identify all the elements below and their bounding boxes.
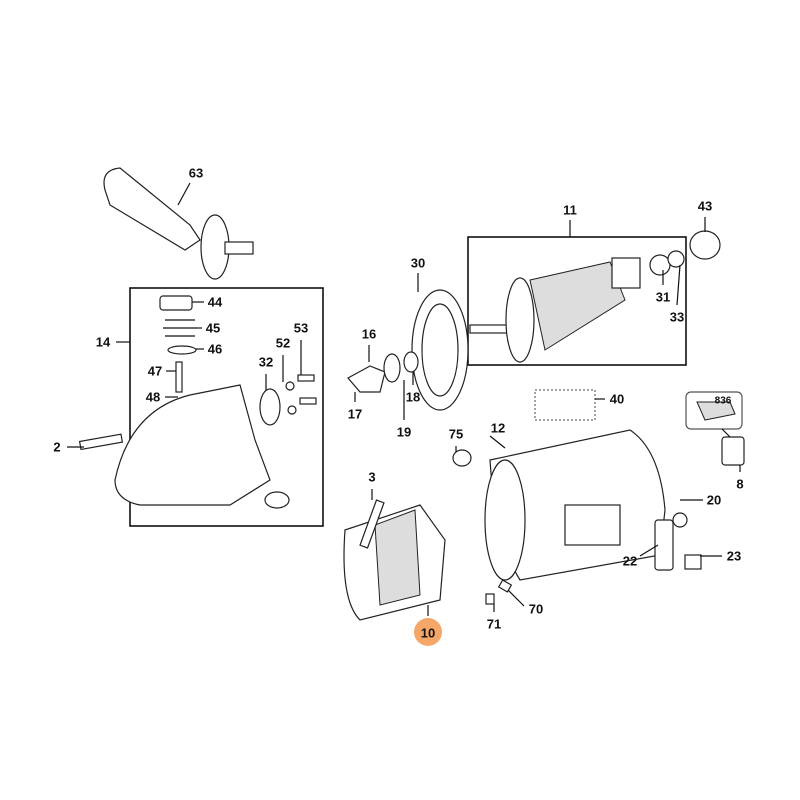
callout-32[interactable]: 32 xyxy=(259,355,273,370)
callout-836[interactable]: 836 xyxy=(715,396,732,407)
callout-19[interactable]: 19 xyxy=(397,425,411,440)
callout-18[interactable]: 18 xyxy=(406,390,420,405)
brush-part[interactable] xyxy=(696,401,736,421)
callout-12[interactable]: 12 xyxy=(491,421,505,436)
callouts: 63 11 43 30 44 45 46 53 52 32 14 47 48 1… xyxy=(53,166,743,641)
callout-70[interactable]: 70 xyxy=(529,602,543,617)
callout-31[interactable]: 31 xyxy=(656,290,670,305)
callout-45[interactable]: 45 xyxy=(206,321,220,336)
switch-part[interactable] xyxy=(654,512,702,571)
callout-71[interactable]: 71 xyxy=(487,617,501,632)
gear-housing-part[interactable] xyxy=(114,295,317,509)
callout-10[interactable]: 10 xyxy=(421,626,435,641)
baffle-ring-part[interactable] xyxy=(411,289,469,411)
callout-48[interactable]: 48 xyxy=(146,390,160,405)
highlighted-callout-10[interactable] xyxy=(414,618,442,646)
label-plate-part[interactable] xyxy=(534,389,596,421)
gear-housing-group-box xyxy=(129,287,324,527)
spindle-parts[interactable] xyxy=(347,351,419,393)
callout-11[interactable]: 11 xyxy=(563,203,577,218)
leader-lines xyxy=(67,182,741,616)
callout-17[interactable]: 17 xyxy=(348,407,362,422)
callout-52[interactable]: 52 xyxy=(276,336,290,351)
brush-holder-part[interactable] xyxy=(721,436,745,466)
callout-20[interactable]: 20 xyxy=(707,493,721,508)
callout-63[interactable]: 63 xyxy=(189,166,203,181)
callout-14[interactable]: 14 xyxy=(96,335,111,350)
callout-22[interactable]: 22 xyxy=(623,554,637,569)
armature-group-box xyxy=(467,236,687,366)
field-coil-part[interactable] xyxy=(343,499,446,621)
screw-part[interactable] xyxy=(78,433,124,451)
callout-47[interactable]: 47 xyxy=(148,364,162,379)
callout-43[interactable]: 43 xyxy=(698,199,712,214)
bearing-cap-part[interactable] xyxy=(689,230,721,260)
callout-53[interactable]: 53 xyxy=(294,321,308,336)
callout-16[interactable]: 16 xyxy=(362,327,376,342)
callout-2[interactable]: 2 xyxy=(53,440,60,455)
callout-75[interactable]: 75 xyxy=(449,427,463,442)
callout-46[interactable]: 46 xyxy=(208,342,222,357)
callout-30[interactable]: 30 xyxy=(411,256,425,271)
armature-part[interactable] xyxy=(469,250,685,363)
motor-housing-part[interactable] xyxy=(484,429,666,581)
connector-part[interactable] xyxy=(497,579,513,593)
callout-33[interactable]: 33 xyxy=(670,310,684,325)
callout-8[interactable]: 8 xyxy=(736,477,743,492)
callout-44[interactable]: 44 xyxy=(208,295,223,310)
brush-kit-box xyxy=(685,391,743,430)
callout-3[interactable]: 3 xyxy=(368,470,375,485)
callout-23[interactable]: 23 xyxy=(727,549,741,564)
side-handle-part[interactable] xyxy=(103,167,254,280)
grommet-part[interactable] xyxy=(452,449,472,467)
callout-40[interactable]: 40 xyxy=(610,392,624,407)
terminal-part[interactable] xyxy=(485,593,495,605)
